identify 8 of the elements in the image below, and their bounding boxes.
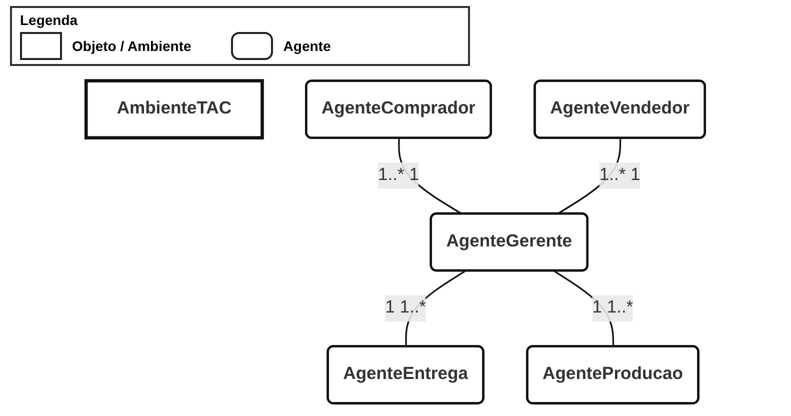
- edge-label: 1..* 1: [599, 166, 640, 184]
- edge-label: 1 1..*: [385, 298, 426, 318]
- legend-label: Objeto / Ambiente: [72, 38, 192, 54]
- legend-title: Legenda: [20, 12, 78, 28]
- edge-label: 1..* 1: [378, 166, 419, 184]
- legend-label: Agente: [283, 38, 331, 54]
- edge-label: 1 1..*: [592, 298, 634, 318]
- node-box: AmbienteTAC: [84, 79, 264, 140]
